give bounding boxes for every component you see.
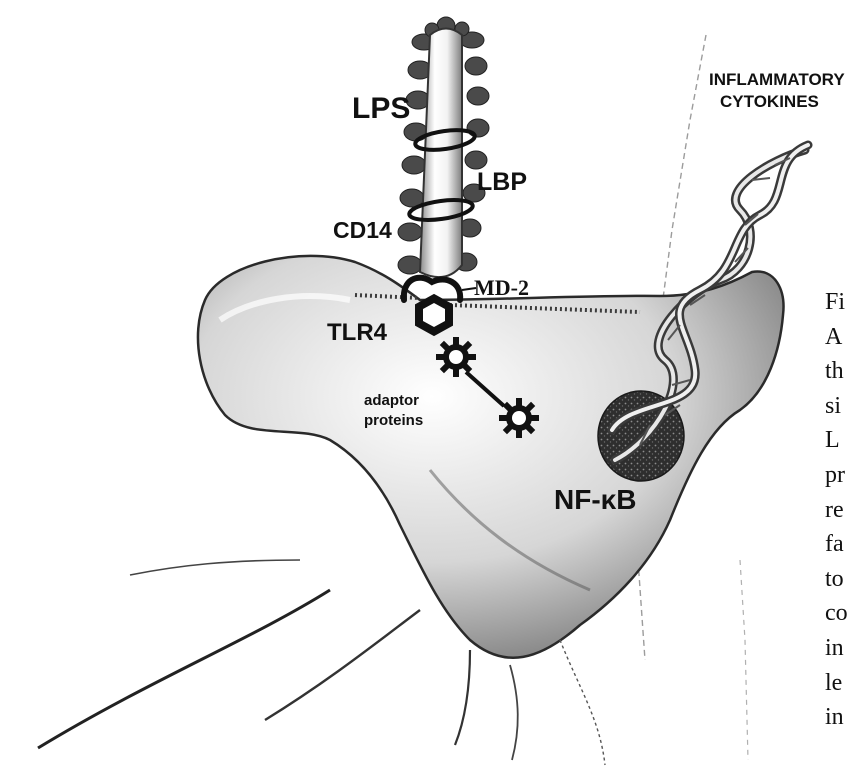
caption-line: A — [825, 320, 857, 355]
caption-line: to — [825, 562, 857, 597]
label-cd14: CD14 — [333, 219, 392, 242]
dendrite — [265, 610, 420, 720]
label-lbp: LBP — [477, 170, 527, 195]
caption-line: L — [825, 423, 857, 458]
label-lps: LPS — [352, 94, 410, 124]
caption-line: in — [825, 700, 857, 735]
label-tlr4: TLR4 — [327, 321, 387, 345]
adaptor-gear-icon — [499, 398, 539, 438]
label-adaptor-line1: adaptor — [364, 393, 419, 408]
adaptor-gear-icon — [436, 337, 476, 377]
caption-line: pr — [825, 458, 857, 493]
caption-line: co — [825, 596, 857, 631]
dendrite — [130, 560, 300, 575]
figure-caption-fragment: Fi A th si L pr re fa to co in le in — [825, 285, 857, 735]
label-nfkb: NF-κB — [554, 486, 636, 514]
caption-line: re — [825, 493, 857, 528]
label-inflammatory: INFLAMMATORY — [709, 71, 845, 88]
background-strand — [740, 560, 748, 760]
caption-line: in — [825, 631, 857, 666]
dendrite — [560, 640, 605, 765]
caption-line: fa — [825, 527, 857, 562]
caption-line: th — [825, 354, 857, 389]
caption-line: le — [825, 666, 857, 701]
caption-line: Fi — [825, 285, 857, 320]
label-adaptor-line2: proteins — [364, 413, 423, 428]
caption-line: si — [825, 389, 857, 424]
dendrite — [510, 665, 518, 760]
dendrite — [455, 650, 470, 745]
macrophage-cell-body — [198, 256, 784, 658]
label-cytokines: CYTOKINES — [720, 93, 819, 110]
label-md2: MD-2 — [474, 277, 529, 299]
dendrite — [38, 590, 330, 748]
